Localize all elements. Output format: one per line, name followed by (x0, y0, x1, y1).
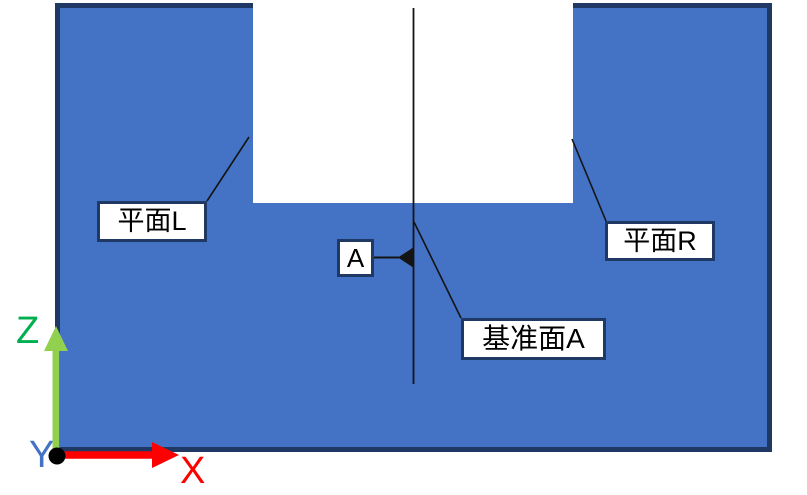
plane-l-callout: 平面L (97, 201, 207, 242)
z-axis-arrowhead (44, 326, 68, 351)
plane-l-callout-text: 平面L (117, 206, 187, 236)
datum-face-callout-text: 基准面A (482, 323, 585, 354)
datum-face-callout: 基准面A (461, 318, 606, 360)
plane-l-leader-line (206, 136, 250, 202)
datum-a-frame: A (337, 239, 374, 277)
datum-a-frame-text: A (346, 243, 365, 273)
x-axis-arrowhead (152, 442, 179, 468)
x-axis-label: X (180, 450, 206, 492)
origin-dot (48, 447, 66, 465)
plane-r-callout: 平面R (605, 221, 715, 261)
datum-triangle (398, 247, 414, 268)
plane-r-leader-line (571, 138, 607, 222)
plane-r-callout-text: 平面R (623, 225, 697, 256)
z-axis-label: Z (16, 310, 40, 352)
datum-face-leader-line (413, 221, 462, 319)
